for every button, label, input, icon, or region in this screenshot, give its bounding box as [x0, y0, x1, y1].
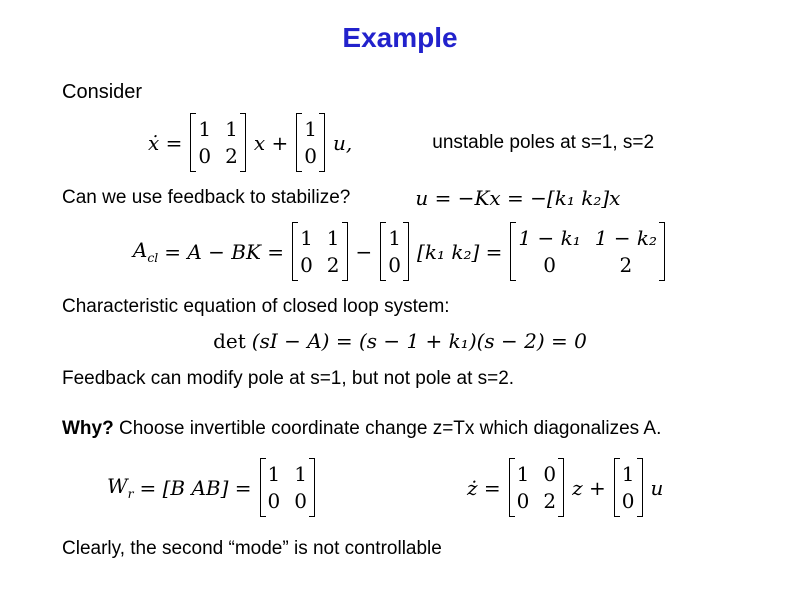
- consider-text: Consider: [62, 81, 143, 103]
- matrix-cell: 0: [304, 144, 318, 168]
- wr-base: W: [107, 474, 128, 499]
- matrix-cell: 0: [198, 144, 212, 168]
- consider-line: Consider: [62, 80, 738, 105]
- matrix-cell: 0: [267, 489, 281, 514]
- feedback-note: Feedback can modify pole at s=1, but not…: [62, 367, 515, 389]
- acl-base: A: [132, 238, 148, 262]
- unstable-poles-note: unstable poles at s=1, s=2: [432, 131, 655, 153]
- xdot-equals: ẋ =: [148, 130, 183, 155]
- matrix-cell: 1: [516, 462, 530, 487]
- minus-sign: −: [355, 239, 373, 264]
- acl-symbol: Acl: [133, 238, 158, 265]
- clearly-row: Clearly, the second “mode” is not contro…: [62, 537, 738, 561]
- matrix-cell: 0: [543, 253, 556, 277]
- wr-subscript: r: [127, 486, 134, 502]
- matrix-cell: 1: [621, 462, 635, 487]
- feedback-note-row: Feedback can modify pole at s=1, but not…: [62, 367, 738, 391]
- matrix-B: 1 0: [296, 113, 325, 172]
- matrix-cell: 2: [326, 253, 340, 277]
- feedback-question: Can we use feedback to stabilize?: [62, 187, 351, 209]
- characteristic-label: Characteristic equation of closed loop s…: [62, 296, 450, 317]
- det-prefix: det: [213, 328, 246, 353]
- matrix-cell: 0: [294, 489, 307, 514]
- characteristic-label-row: Characteristic equation of closed loop s…: [62, 295, 738, 319]
- wr-symbol: Wr: [107, 474, 134, 501]
- zdot-equals: ż =: [467, 475, 501, 500]
- why-bold: Why?: [62, 417, 114, 439]
- matrix-cell: 1: [304, 117, 318, 141]
- u-comma: u,: [333, 130, 353, 155]
- matrix-cell: 1: [198, 117, 212, 141]
- matrix-cell: 2: [619, 253, 633, 277]
- x-plus: x +: [253, 130, 289, 155]
- k-row-vector: [k₁ k₂] =: [417, 239, 503, 264]
- matrix-diagonal-A: 1 0 0 2: [508, 458, 565, 518]
- u-symbol: u: [650, 475, 664, 500]
- acl-subscript: cl: [147, 250, 159, 265]
- matrix-cell: 1: [300, 226, 313, 250]
- matrix-cell: 2: [543, 489, 557, 514]
- matrix-cell: 0: [621, 489, 635, 514]
- state-equation-row: ẋ = 1 1 0 2 x + 1 0 u, unstable poles at…: [148, 113, 738, 172]
- matrix-cell: 0: [300, 253, 313, 277]
- matrix-cell: 1 − k₁: [518, 226, 581, 250]
- matrix-A: 1 1 0 2: [190, 113, 247, 172]
- matrix-B: 1 0: [613, 458, 643, 518]
- characteristic-equation: det(sI − A) = (s − 1 + k₁)(s − 2) = 0: [213, 329, 587, 353]
- det-expr: (sI − A) = (s − 1 + k₁)(s − 2) = 0: [251, 328, 587, 353]
- slide-title: Example: [342, 22, 458, 53]
- z-plus: z +: [572, 475, 606, 500]
- matrix-Wr: 1 1 0 0: [259, 458, 316, 518]
- bottom-equations-row: Wr = [B AB] = 1 1 0 0 ż = 1 0 0 2 z + 1 …: [107, 458, 738, 518]
- state-equation: ẋ = 1 1 0 2 x + 1 0 u,: [148, 113, 352, 172]
- why-text: Choose invertible coordinate change z=Tx…: [113, 417, 662, 439]
- matrix-cell: 1: [267, 462, 281, 487]
- characteristic-equation-row: det(sI − A) = (s − 1 + k₁)(s − 2) = 0: [62, 329, 738, 353]
- matrix-cell: 0: [516, 489, 530, 514]
- controllability-equation: Wr = [B AB] = 1 1 0 0: [107, 458, 317, 518]
- closed-loop-equation-row: Acl = A − BK = 1 1 0 2 − 1 0 [k₁ k₂] = 1…: [62, 222, 738, 281]
- control-law-expr: u = −Kx = −[k₁ k₂]x: [415, 186, 621, 210]
- matrix-cell: 2: [225, 144, 238, 168]
- equals-a-minus-bk: = A − BK =: [164, 239, 285, 264]
- why-row: Why? Choose invertible coordinate change…: [62, 417, 738, 441]
- matrix-cell: 1: [326, 226, 340, 250]
- matrix-cell: 0: [543, 462, 557, 487]
- matrix-Acl-result: 1 − k₁ 1 − k₂ 0 2: [510, 222, 665, 281]
- matrix-B: 1 0: [380, 222, 409, 281]
- diagonalized-equation: ż = 1 0 0 2 z + 1 0 u: [467, 458, 664, 518]
- matrix-cell: 1: [388, 226, 402, 250]
- closed-loop-equation: Acl = A − BK = 1 1 0 2 − 1 0 [k₁ k₂] = 1…: [133, 222, 667, 281]
- feedback-question-row: Can we use feedback to stabilize? u = −K…: [62, 186, 738, 210]
- matrix-cell: 1: [225, 117, 238, 141]
- matrix-cell: 1: [294, 462, 307, 487]
- matrix-cell: 1 − k₂: [594, 226, 658, 250]
- equals-b-ab: = [B AB] =: [139, 475, 252, 500]
- clearly-text: Clearly, the second “mode” is not contro…: [62, 538, 442, 560]
- matrix-A: 1 1 0 2: [292, 222, 349, 281]
- matrix-cell: 0: [388, 253, 402, 277]
